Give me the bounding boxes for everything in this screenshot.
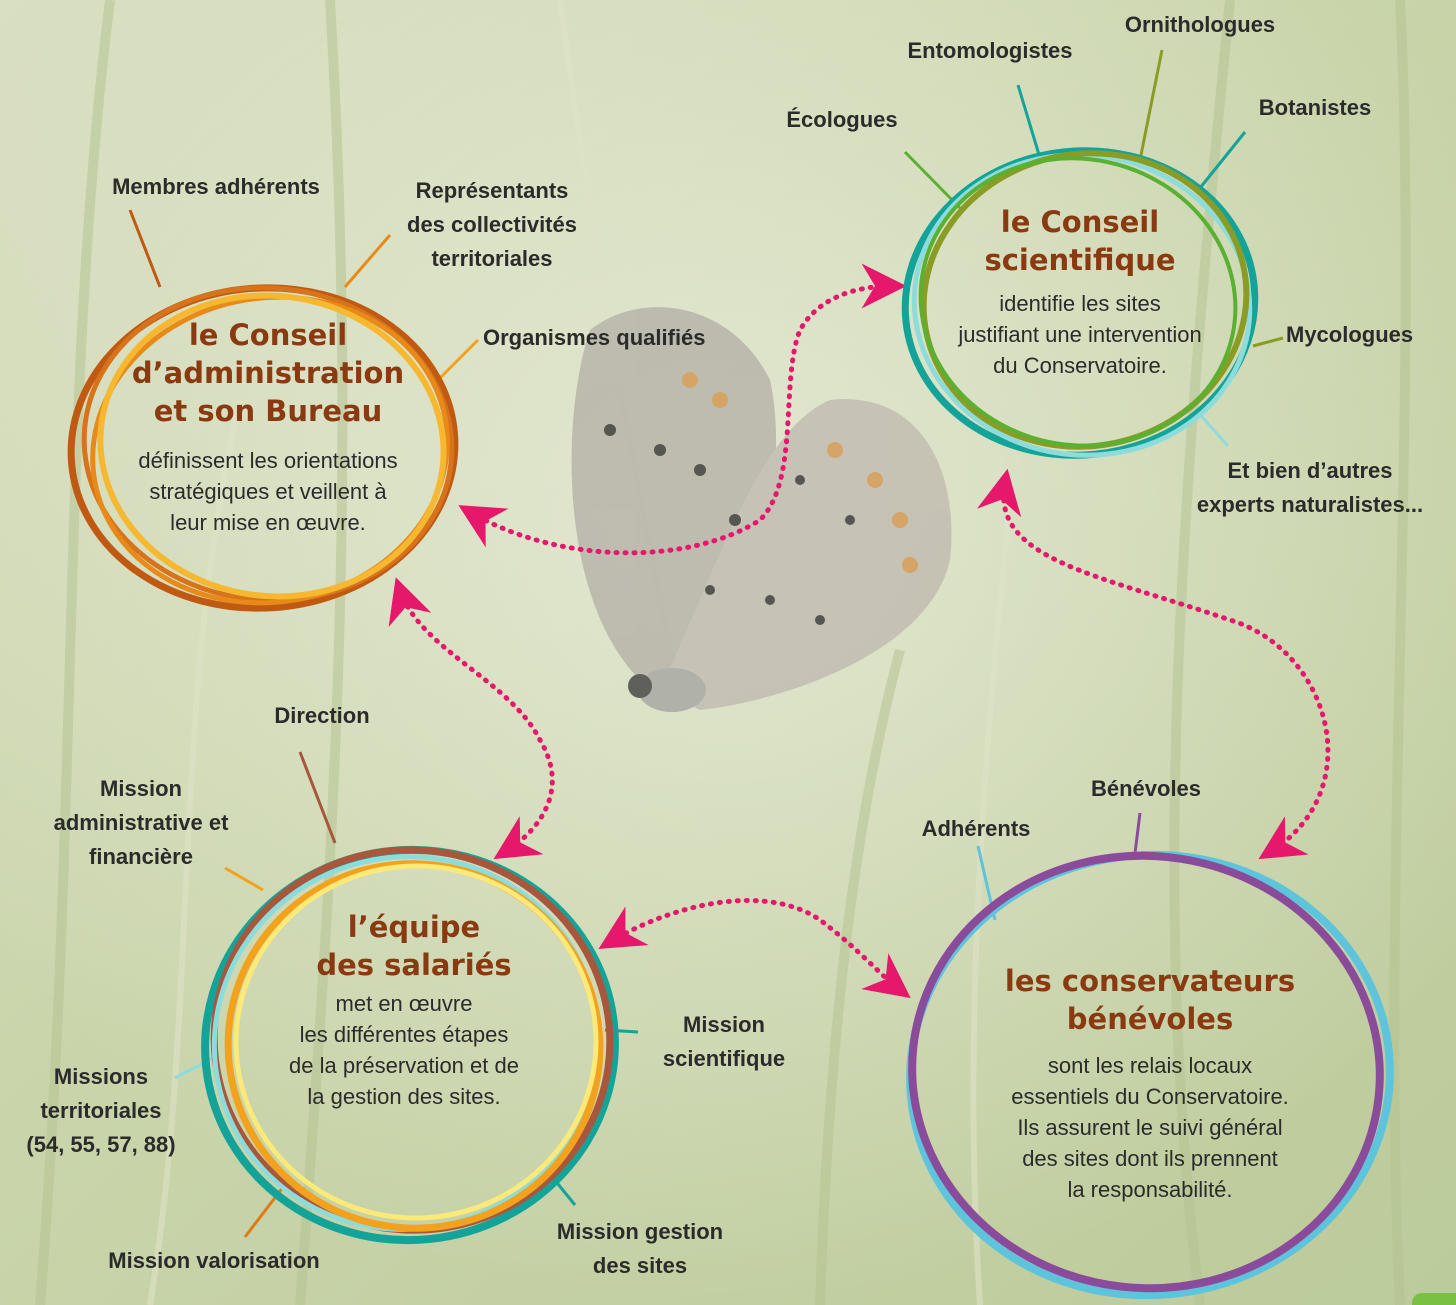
label-mission-valorisation: Mission valorisation xyxy=(108,1248,320,1273)
ring-scientifique xyxy=(901,147,1259,459)
label-mission-administrative: Mission administrative et financière xyxy=(53,776,229,869)
label-botanistes: Botanistes xyxy=(1258,95,1372,120)
arrow-salaries-benevoles xyxy=(598,898,911,999)
label-mission-gestion: Mission gestion des sites xyxy=(556,1219,724,1278)
label-organismes-qualifies: Organismes qualifiés xyxy=(483,325,706,350)
label-missions-territoriales: Missions territoriales (54, 55, 57, 88) xyxy=(26,1064,176,1157)
label-direction: Direction xyxy=(274,703,370,728)
ring-salaries xyxy=(201,845,619,1245)
arrow-scientifique-benevoles xyxy=(976,468,1331,860)
salaries-description: met en œuvre les différentes étapes de l… xyxy=(289,991,519,1109)
arrow-administration-salaries xyxy=(388,577,555,860)
label-mycologues: Mycologues xyxy=(1286,322,1414,347)
salaries-title: l’équipe des salariés xyxy=(316,910,512,982)
arrow-administration-scientifique xyxy=(458,263,907,556)
ring-administration xyxy=(67,284,459,612)
label-membres-adherents: Membres adhérents xyxy=(112,174,320,199)
scientifique-title: le Conseil scientifique xyxy=(984,205,1176,277)
corner-tab xyxy=(1412,1293,1456,1305)
benevoles-title: les conservateurs bénévoles xyxy=(1004,964,1296,1036)
label-ecologues: Écologues xyxy=(786,107,898,132)
connectors-scientifique xyxy=(903,49,1284,447)
arrows xyxy=(388,263,1331,999)
label-autres-experts: Et bien d’autres experts naturalistes... xyxy=(1196,458,1424,517)
label-ornithologues: Ornithologues xyxy=(1124,12,1276,37)
label-mission-scientifique: Mission scientifique xyxy=(662,1012,786,1071)
scientifique-description: identifie les sites justifiant une inter… xyxy=(958,291,1202,378)
ring-benevoles xyxy=(906,850,1394,1300)
label-representants: Représentants des collectivités territor… xyxy=(407,178,577,271)
label-benevoles: Bénévoles xyxy=(1090,776,1202,801)
benevoles-description: sont les relais locaux essentiels du Con… xyxy=(1011,1053,1289,1202)
administration-description: définissent les orientations stratégique… xyxy=(138,448,398,535)
label-adherents: Adhérents xyxy=(921,816,1031,841)
administration-title: le Conseil d’administration et son Burea… xyxy=(131,318,405,428)
connectors-administration xyxy=(128,209,480,380)
label-entomologistes: Entomologistes xyxy=(907,38,1073,63)
